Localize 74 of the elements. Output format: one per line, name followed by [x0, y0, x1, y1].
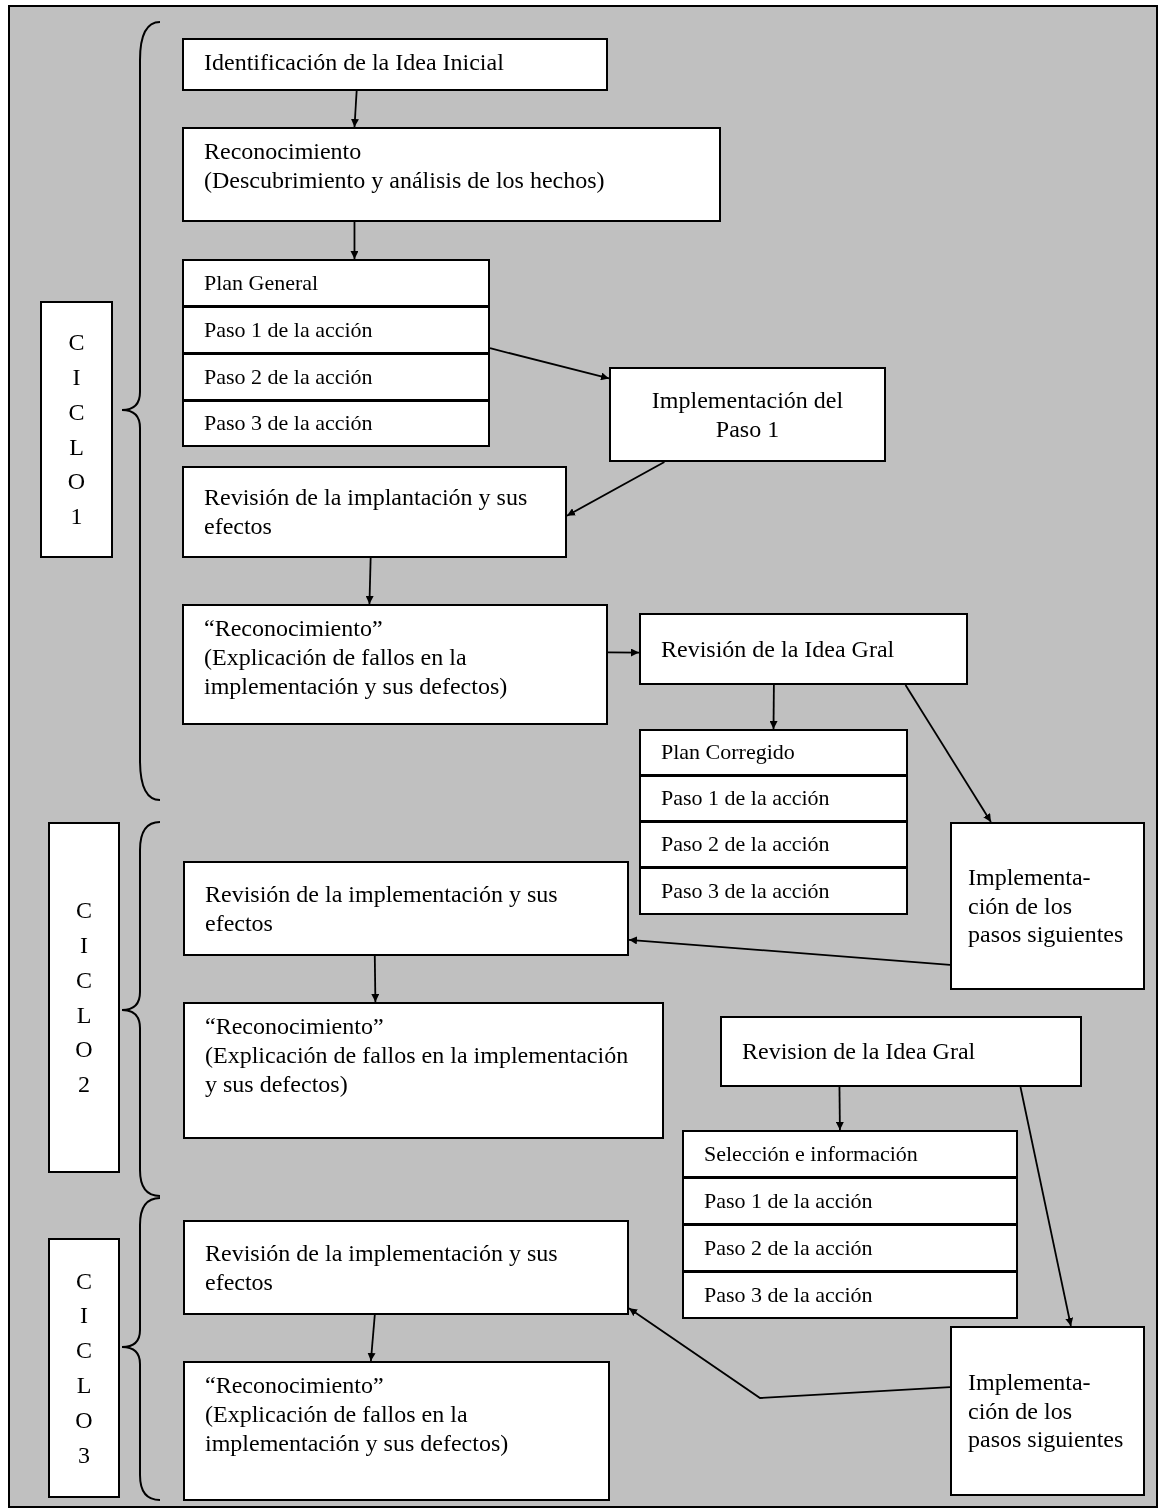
row-text: Paso 1 de la acción: [204, 316, 373, 344]
cycle-label: CICLO 1: [67, 328, 86, 532]
cycle-label: CICLO 2: [75, 896, 93, 1100]
process-box: [182, 466, 567, 558]
arrow: [628, 936, 951, 966]
process-box: [950, 822, 1145, 990]
row-text: Paso 1 de la acción: [661, 785, 830, 812]
process-box: [609, 367, 886, 462]
process-box: [950, 1326, 1145, 1496]
box-text: (Explicación de fallos en la implementación y sus defectos): [205, 1040, 630, 1099]
row-text: Paso 2 de la acción: [204, 363, 373, 391]
box-text: Revisión de la Idea Gral: [661, 634, 895, 664]
arrow: [628, 1307, 951, 1399]
table-row: [682, 1224, 1018, 1272]
box-text: “Reconocimiento”: [205, 1012, 384, 1041]
cycle-label-box: [48, 1238, 120, 1498]
process-box: [183, 861, 629, 956]
box-text: Identificación de la Idea Inicial: [204, 48, 504, 77]
box-text: “Reconocimiento”: [204, 614, 383, 643]
row-text: Paso 3 de la acción: [704, 1281, 873, 1309]
table-row: [639, 867, 908, 915]
box-text: Implementa- ción de los pasos siguientes: [968, 862, 1125, 950]
cycle-label-box: [48, 822, 120, 1173]
cycle-label: CICLO 3: [75, 1266, 93, 1470]
box-text: Revisión de la implantación y sus efectos: [204, 483, 529, 541]
row-text: Paso 3 de la acción: [204, 410, 373, 437]
arrow: [904, 684, 992, 823]
process-box: [182, 38, 608, 91]
row-text: Paso 1 de la acción: [704, 1187, 873, 1215]
arrow: [607, 648, 640, 657]
arrow: [769, 684, 778, 730]
row-text: Paso 2 de la acción: [661, 831, 830, 858]
box-text: Revisión de la implementación y sus efectos: [205, 1238, 559, 1297]
table-row: [182, 306, 490, 354]
table-row: [682, 1130, 1018, 1178]
row-text: Selección e información: [704, 1140, 918, 1168]
row-text: Paso 2 de la acción: [704, 1234, 873, 1262]
table-row: [639, 775, 908, 822]
box-text: (Explicación de fallos en la implementación y sus defectos): [205, 1399, 510, 1458]
table-row: [682, 1271, 1018, 1319]
arrow: [367, 1314, 376, 1362]
table-row: [182, 259, 490, 307]
cycle-label-box: [40, 301, 113, 558]
process-box: [182, 127, 721, 222]
box-text: Implementa- ción de los pasos siguientes: [968, 1367, 1125, 1455]
arrow: [566, 461, 666, 517]
table-row: [639, 821, 908, 868]
arrow: [371, 955, 380, 1003]
process-box: [183, 1002, 664, 1139]
box-text: Revision de la Idea Gral: [742, 1037, 976, 1066]
row-text: Paso 3 de la acción: [661, 877, 830, 905]
table-row: [182, 400, 490, 447]
arrow: [365, 557, 374, 605]
box-text: “Reconocimiento”: [205, 1371, 384, 1400]
row-text: Plan General: [204, 269, 319, 297]
arrow: [1019, 1086, 1074, 1327]
box-text: Implementación del Paso 1: [650, 385, 845, 444]
row-text: Plan Corregido: [661, 739, 795, 766]
process-box: [183, 1220, 629, 1315]
table-row: [639, 729, 908, 776]
table-row: [182, 353, 490, 401]
table-row: [682, 1177, 1018, 1225]
process-box: [183, 1361, 610, 1501]
box-text: (Descubrimiento y análisis de los hechos): [204, 165, 605, 195]
process-box: [720, 1016, 1082, 1087]
box-text: Reconocimiento: [204, 137, 362, 166]
arrow: [835, 1086, 844, 1131]
process-box: [182, 604, 608, 725]
arrow: [350, 221, 359, 260]
box-text: Revisión de la implementación y sus efectos: [205, 879, 559, 938]
box-text: (Explicación de fallos en la implementación y sus defectos): [204, 642, 509, 701]
arrow: [489, 347, 610, 381]
process-box: [639, 613, 968, 685]
arrow: [350, 90, 359, 128]
